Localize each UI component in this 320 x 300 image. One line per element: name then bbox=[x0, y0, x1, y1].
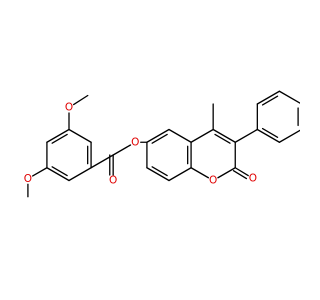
bond-b4-b5 bbox=[168, 167, 192, 182]
bond-c4-c3-inner bbox=[214, 133, 231, 144]
bond-r5-r6 bbox=[278, 129, 300, 143]
bond-b2-b3 bbox=[168, 128, 192, 143]
bond-c4-c3 bbox=[212, 128, 236, 143]
bond-r2-r3-inner bbox=[261, 95, 279, 106]
bond-r6-r1 bbox=[256, 128, 281, 143]
bond-a6-a1 bbox=[46, 128, 70, 143]
bond-O5-b4 bbox=[190, 167, 210, 179]
bond-b5-b6-inner bbox=[151, 166, 168, 177]
bond-r6-r1-inner bbox=[261, 127, 279, 138]
bond-a6-a1-inner bbox=[51, 133, 68, 144]
bond-b1-b2 bbox=[146, 128, 170, 143]
molecule-structure-diagram: OOOOOOO bbox=[24, 90, 300, 198]
bond-O3-m3 bbox=[72, 94, 89, 106]
bond-c2-O6 bbox=[234, 167, 249, 177]
atom-label-o6: O bbox=[249, 172, 257, 184]
atom-label-o4: O bbox=[24, 173, 32, 185]
bond-a1-a2 bbox=[68, 128, 92, 143]
bond-layer bbox=[27, 90, 300, 198]
bond-r2-r3 bbox=[256, 90, 281, 105]
bond-r3-r4 bbox=[278, 90, 300, 104]
atom-label-o2: O bbox=[131, 136, 139, 148]
bond-c7-O2 bbox=[112, 144, 132, 156]
bond-a4-a5 bbox=[46, 167, 70, 182]
bond-a4-a5-inner bbox=[51, 166, 68, 177]
atom-label-o3: O bbox=[65, 102, 73, 114]
bond-b1-b2-inner bbox=[151, 133, 168, 144]
bond-b5-b6 bbox=[146, 167, 170, 182]
atom-label-o5: O bbox=[209, 175, 217, 187]
bond-a5-O4 bbox=[32, 167, 48, 177]
bond-a3-a4 bbox=[68, 167, 92, 182]
atom-label-layer: OOOOOOO bbox=[24, 102, 257, 187]
atom-label-o1: O bbox=[109, 175, 117, 187]
bond-c3-r1 bbox=[234, 128, 258, 143]
bond-b3-c4 bbox=[190, 128, 214, 143]
bond-c2-O5 bbox=[217, 167, 236, 179]
bond-c2-O6-second bbox=[232, 170, 248, 180]
